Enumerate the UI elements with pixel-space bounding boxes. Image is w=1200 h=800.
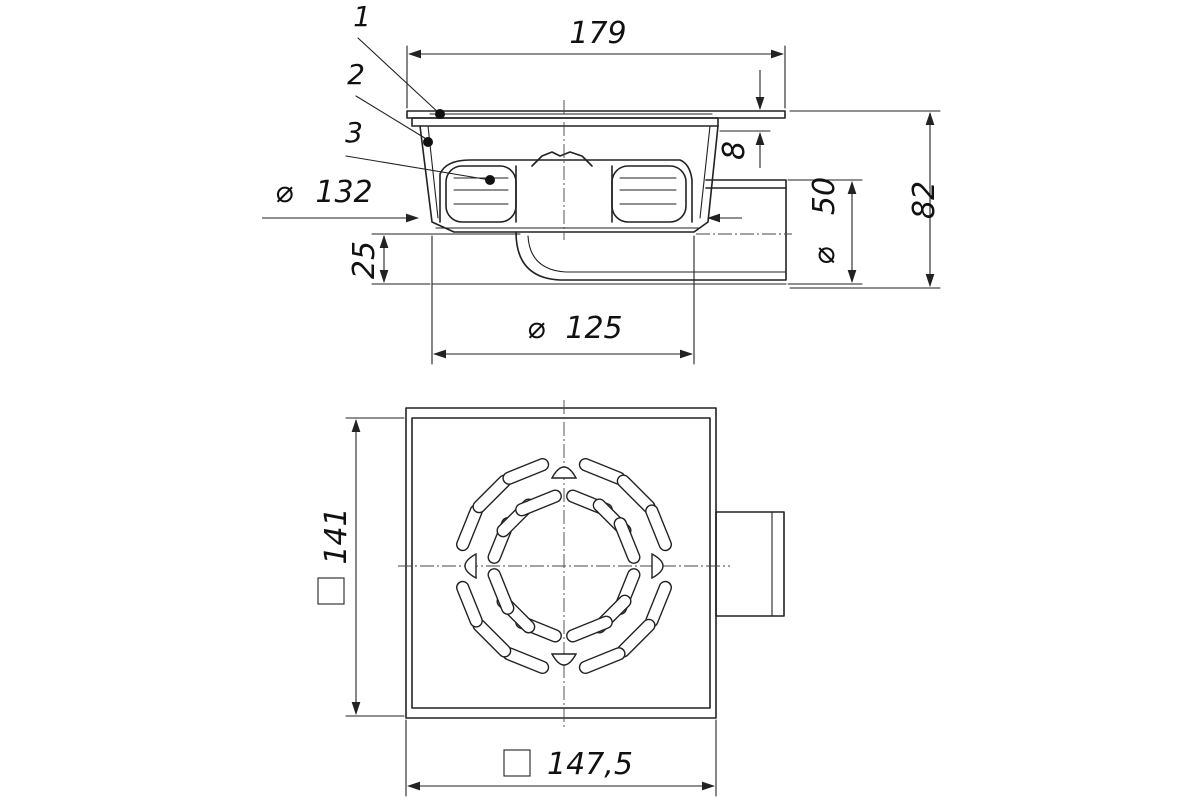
callout-3: 3: [345, 116, 495, 185]
dim-8-label: 8: [717, 141, 752, 160]
dim-147-5: 147,5: [405, 719, 717, 797]
grate-slot: [645, 504, 673, 552]
grate-axis-slot: [550, 653, 578, 666]
callout-2-label: 2: [347, 58, 365, 91]
dim-179-label: 179: [569, 16, 626, 51]
dim-82: 82: [789, 110, 942, 289]
grate-slot: [578, 647, 626, 675]
dim-25: 25: [347, 233, 521, 285]
funnel-body: [419, 125, 719, 233]
callout-1: 1: [353, 0, 445, 119]
plan-outer-frame: [405, 407, 717, 719]
dim-dia125: ⌀ 125: [431, 235, 695, 365]
dim-82-label: 82: [907, 181, 942, 219]
grate-axis-slot: [464, 552, 477, 580]
grate-slot: [455, 580, 483, 628]
outlet-pipe: [431, 179, 787, 285]
dim-dia50: ⌀ 50: [787, 177, 863, 285]
dim-25-label: 25: [347, 241, 382, 279]
dim-179: 179: [406, 16, 786, 109]
grate-slot: [502, 457, 550, 485]
square-symbol-vertical: [317, 577, 345, 605]
callout-3-label: 3: [345, 116, 363, 149]
plan-view: 141 147,5: [317, 400, 785, 797]
siphon-trap: [439, 151, 693, 223]
grate-slot: [566, 615, 613, 643]
grate-frame: [406, 110, 786, 127]
dim-141-label: 141: [319, 507, 354, 564]
side-view: 179 8 82 ⌀ 50 ⌀: [262, 0, 942, 365]
grate-axis-slot: [651, 552, 664, 580]
dim-141: 141: [317, 417, 405, 717]
grate-slot: [487, 568, 515, 615]
dim-dia132-symbol: ⌀: [275, 175, 293, 210]
dim-8: 8: [717, 70, 771, 168]
plan-inner-frame: [411, 417, 711, 709]
dim-dia132-label: 132: [315, 175, 372, 210]
dim-dia50-label: 50: [807, 177, 842, 215]
grate-slot: [515, 489, 562, 517]
grate-slots: [455, 457, 673, 675]
dim-147-5-label: 147,5: [547, 747, 633, 782]
plan-outlet-stub: [715, 511, 785, 617]
callout-1-label: 1: [353, 0, 371, 33]
callout-2: 2: [347, 58, 433, 147]
dim-dia50-symbol: ⌀: [807, 247, 842, 265]
grate-slot: [613, 517, 641, 564]
grate-axis-slot: [550, 466, 578, 479]
square-symbol-horizontal: [503, 749, 531, 777]
dim-dia132: ⌀ 132: [262, 175, 742, 223]
dim-dia125-label: 125: [565, 311, 622, 346]
dim-dia125-symbol: ⌀: [527, 311, 545, 346]
